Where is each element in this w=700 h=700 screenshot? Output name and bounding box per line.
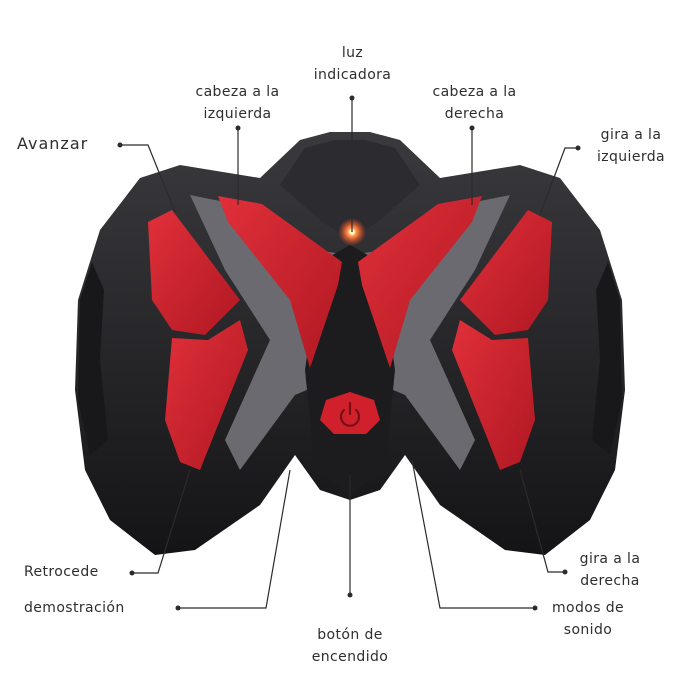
left-side-grip [78,262,108,455]
label-sound-modes: modos de sonido [551,600,625,638]
label-head-left: cabeza a la izquierda [195,84,280,122]
label-turn-right: gira a la derecha [579,551,641,589]
label-indicator-light: luz indicadora [313,45,392,83]
turn-right-button[interactable] [452,320,535,470]
backward-button[interactable] [165,320,248,470]
power-icon [339,401,361,427]
head-left-button[interactable] [218,196,342,368]
label-forward: Avanzar [17,134,89,153]
label-turn-left: gira a la izquierda [596,127,666,165]
label-head-right: cabeza a la derecha [432,84,517,122]
label-backward: Retrocede [24,564,99,580]
leader-lines [120,98,578,609]
top-hump [280,140,420,240]
label-demo: demostración [24,600,125,616]
head-right-button[interactable] [358,196,482,368]
leader-dots [117,95,581,611]
label-power-button: botón de encendido [311,627,389,665]
right-side-grip [592,262,622,455]
forward-button[interactable] [148,210,240,335]
turn-left-button[interactable] [460,210,552,335]
